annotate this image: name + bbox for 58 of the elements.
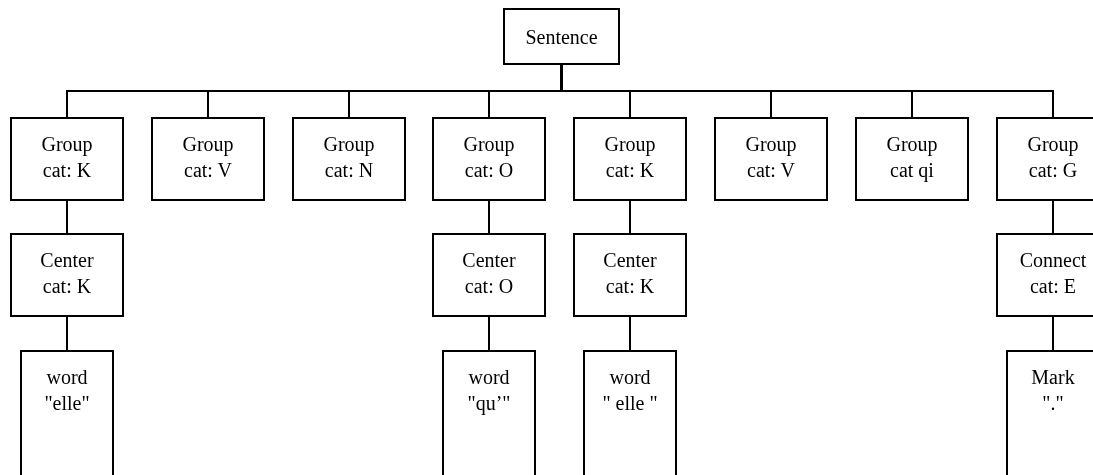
- tree-node-box: [151, 117, 265, 201]
- tree-node-box: [996, 117, 1093, 201]
- tree-node-box: [855, 117, 969, 201]
- node-value: cat: K: [42, 158, 92, 183]
- tree-node-box: [1006, 350, 1093, 475]
- node-title: Center: [40, 248, 94, 273]
- tree-node-box: [996, 233, 1093, 317]
- tree-node-box: [714, 117, 828, 201]
- node-title: Connect: [1019, 248, 1087, 273]
- node-value: cat: E: [1029, 274, 1077, 299]
- node-title: Group: [604, 132, 656, 157]
- node-title: Sentence: [525, 24, 598, 50]
- tree-connector-line: [66, 316, 68, 351]
- node-title: word: [46, 365, 88, 390]
- tree-connector-line: [629, 316, 631, 351]
- node-title: word: [468, 365, 510, 390]
- tree-node-box: [10, 117, 124, 201]
- tree-node-box: [10, 233, 124, 317]
- tree-node-box: [573, 233, 687, 317]
- node-title: Group: [886, 132, 938, 157]
- node-value: cat: G: [1028, 158, 1078, 183]
- tree-connector-line: [488, 316, 490, 351]
- node-value: ".": [1042, 391, 1064, 416]
- node-title: Center: [603, 248, 657, 273]
- tree-node-box: [503, 8, 620, 65]
- node-title: Group: [1027, 132, 1079, 157]
- node-value: cat: K: [605, 274, 655, 299]
- tree-connector-line: [1052, 316, 1054, 351]
- tree-connector-line: [1052, 200, 1054, 234]
- tree-connector-line: [488, 200, 490, 234]
- node-value: cat: O: [464, 274, 514, 299]
- node-title: Group: [323, 132, 375, 157]
- tree-node-box: [432, 233, 546, 317]
- node-value: " elle ": [602, 391, 658, 416]
- node-value: cat: K: [605, 158, 655, 183]
- node-title: Center: [462, 248, 516, 273]
- tree-connector-line: [629, 200, 631, 234]
- tree-node-box: [292, 117, 406, 201]
- node-value: cat qi: [890, 158, 934, 183]
- node-value: cat: K: [42, 274, 92, 299]
- tree-connector-line: [66, 200, 68, 234]
- node-value: "qu’": [467, 391, 511, 416]
- node-value: cat: O: [464, 158, 514, 183]
- tree-node-box: [432, 117, 546, 201]
- node-value: cat: N: [324, 158, 374, 183]
- node-title: word: [609, 365, 651, 390]
- tree-node-box: [573, 117, 687, 201]
- node-title: Group: [463, 132, 515, 157]
- tree-node-box: [442, 350, 536, 475]
- tree-node-box: [20, 350, 114, 475]
- node-value: cat: V: [747, 158, 795, 183]
- node-value: cat: V: [184, 158, 232, 183]
- node-title: Group: [41, 132, 93, 157]
- tree-node-box: [583, 350, 677, 475]
- node-value: "elle": [44, 391, 90, 416]
- node-title: Group: [745, 132, 797, 157]
- node-title: Mark: [1031, 365, 1075, 390]
- node-title: Group: [182, 132, 234, 157]
